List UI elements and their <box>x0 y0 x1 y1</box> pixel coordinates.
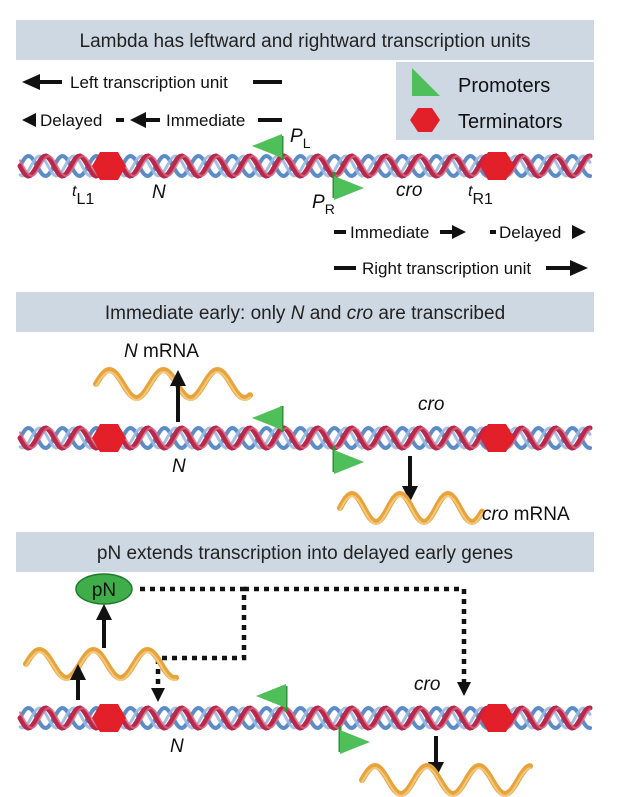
immediate-right-arrow <box>334 225 466 239</box>
terminator-left-icon-2 <box>92 424 126 452</box>
legend-promoters: Promoters <box>458 75 550 97</box>
cro-mrna-wave-3 <box>359 763 533 797</box>
terminator-right-icon-2 <box>480 424 514 452</box>
pn-label: pN <box>92 580 116 601</box>
cro-mrna-label: cro mRNA <box>482 504 570 525</box>
gene-cro-label-1: cro <box>396 180 422 201</box>
cro-mrna-wave <box>337 490 485 526</box>
delayed-left-label: Delayed <box>40 111 102 130</box>
delayed-left-arrow <box>22 113 124 127</box>
promoter-pr-icon-2 <box>332 446 364 474</box>
panel1-title: Lambda has leftward and rightward transc… <box>80 31 531 52</box>
legend-terminators: Terminators <box>458 111 562 133</box>
pl-label: PL <box>290 126 311 151</box>
gene-n-label-1: N <box>152 182 166 203</box>
pn-dotted-path-right <box>244 586 467 684</box>
pr-label: PR <box>312 192 335 217</box>
promoter-pl-icon-3 <box>256 684 288 712</box>
promoter-pr-icon <box>332 172 364 200</box>
right-unit-arrow <box>334 260 588 276</box>
gene-cro-label-3: cro <box>414 674 440 695</box>
promoter-pr-icon-3 <box>338 726 370 754</box>
pn-arrow-up <box>96 604 112 648</box>
terminator-legend-icon <box>410 108 440 132</box>
panel3-header <box>16 532 594 572</box>
panel1-header <box>16 20 594 60</box>
tl1-label: tL1 <box>72 183 94 208</box>
terminator-tr1-icon <box>480 152 514 180</box>
left-unit-label: Left transcription unit <box>70 73 228 92</box>
pn-dotted-path-right-head <box>457 682 471 696</box>
gene-cro-label-2: cro <box>418 394 444 415</box>
panel3-title: pN extends transcription into delayed ea… <box>97 543 513 564</box>
cro-mrna-arrow <box>402 456 418 502</box>
panel2-header <box>16 292 594 332</box>
immediate-left-label: Immediate <box>166 111 245 130</box>
terminator-tl1-icon <box>92 152 126 180</box>
gene-n-label-2: N <box>172 456 186 477</box>
panel2-title: Immediate early: only N and cro are tran… <box>105 303 505 324</box>
terminator-right-icon-3 <box>480 704 514 732</box>
pn-dotted-path-left-head <box>151 688 165 702</box>
promoter-legend-icon <box>412 68 440 96</box>
promoter-pl-icon-2 <box>252 406 284 432</box>
n-mrna-arrow-3 <box>70 664 86 700</box>
left-unit-arrow <box>22 74 282 90</box>
immediate-left-arrow <box>130 112 282 128</box>
right-unit-label: Right transcription unit <box>362 259 531 278</box>
n-mrna-label: N mRNA <box>124 341 199 362</box>
immediate-right-label: Immediate <box>350 223 429 242</box>
n-mrna-wave <box>93 366 253 402</box>
n-mrna-wave-3 <box>23 646 179 682</box>
delayed-right-label: Delayed <box>499 223 561 242</box>
gene-n-label-3: N <box>170 736 184 757</box>
n-mrna-arrow <box>170 370 186 422</box>
tr1-label: tR1 <box>468 183 493 208</box>
terminator-left-icon-3 <box>92 704 126 732</box>
pn-dotted-path-left <box>140 586 247 690</box>
delayed-right-arrow <box>490 225 586 239</box>
promoter-pl-icon <box>252 134 284 160</box>
